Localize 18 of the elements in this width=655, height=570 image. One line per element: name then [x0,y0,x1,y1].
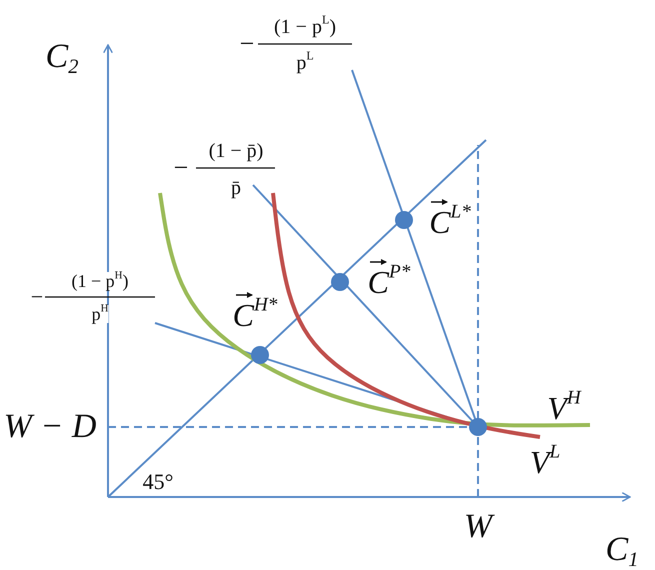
slope-numerator: (1 − p̄) [208,141,264,161]
tick-label: W [464,510,492,544]
point-label: C$^{L*}$ [429,206,471,238]
slope-denominator: p$^{H}$ [92,305,108,323]
axis-label: C$_{2}$ [46,40,78,74]
slope-denominator: p̄ [231,178,241,198]
slope-numerator: (1 − p$^{L}$) [274,17,336,37]
slope-numerator: (1 − p$^{H}$) [72,272,128,290]
angle-label: 45° [142,471,174,493]
curve-label: V$^{L}$ [530,446,560,478]
tick-label: W − D [4,410,96,444]
point-label: C$^{P*}$ [368,266,410,298]
point-label: C$^{H*}$ [232,299,278,331]
slope-sign: − [174,155,188,181]
slope-sign: − [240,31,254,57]
axis-label: C$_{1}$ [606,533,638,567]
slope-denominator: p$^{L}$ [296,53,314,73]
curve-label: V$^{H}$ [547,392,581,424]
